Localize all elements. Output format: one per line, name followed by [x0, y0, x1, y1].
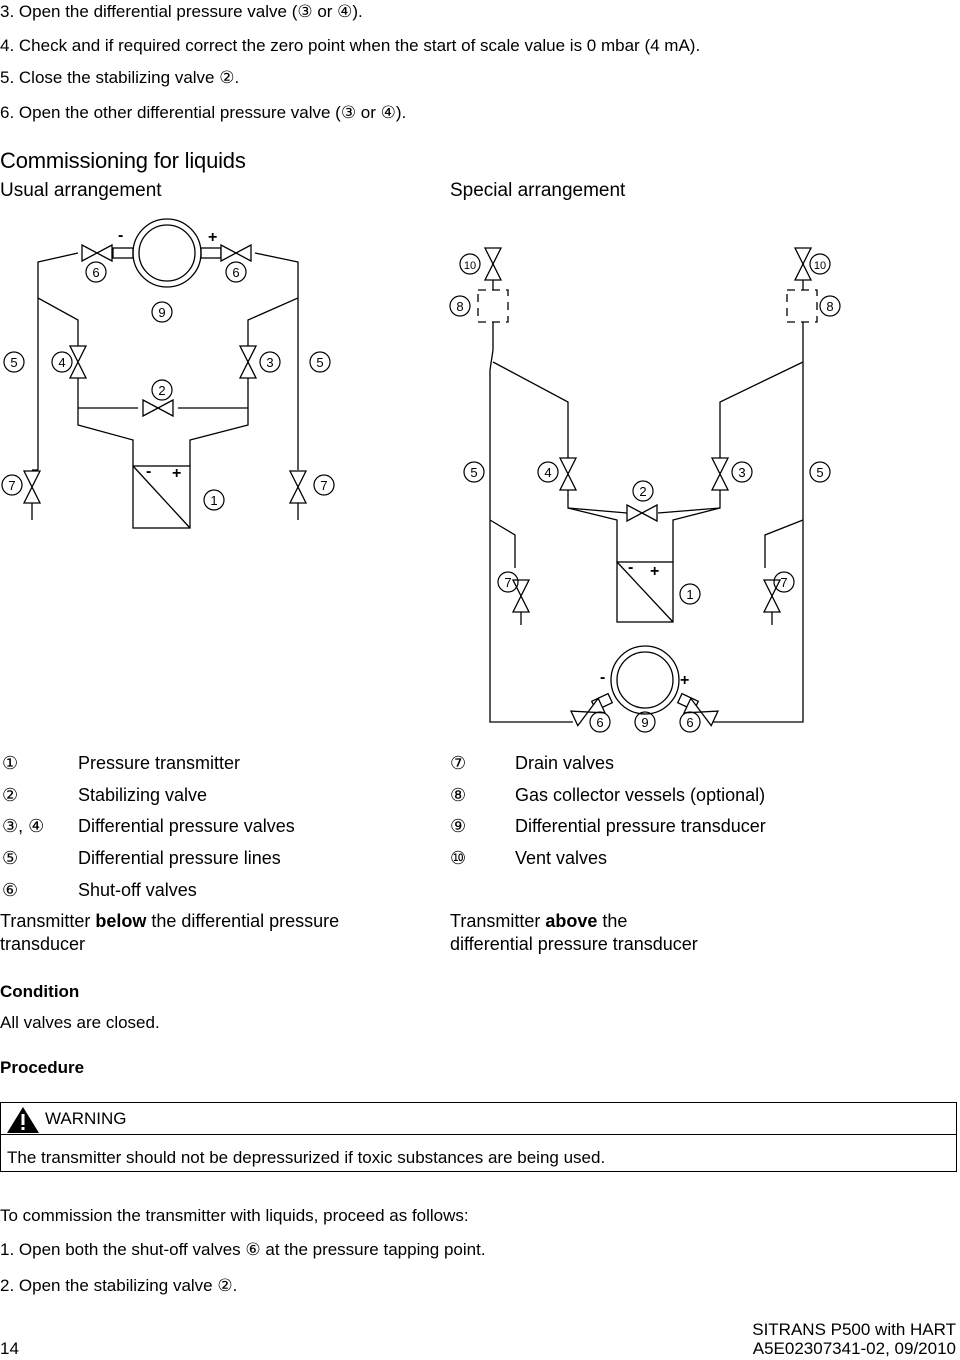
warning-box: WARNING The transmitter should not be de… [0, 1102, 957, 1172]
legend-right-text-9: Differential pressure transducer [515, 816, 766, 836]
legend-left-key-5: ⑥ [2, 880, 19, 900]
step-4: 4. Check and if required correct the zer… [0, 36, 701, 55]
svg-text:8: 8 [456, 299, 463, 314]
legend-right-key-7: ⑦ [450, 753, 467, 773]
legend-left-text-4: Differential pressure lines [78, 848, 281, 868]
sign-plus: + [172, 465, 181, 482]
legend-left-text-5: Shut-off valves [78, 880, 197, 900]
proc-step-2: 2. Open the stabilizing valve ②. [0, 1276, 238, 1295]
transducer-right-outer [610, 645, 680, 715]
svg-text:1: 1 [210, 493, 217, 508]
svg-text:9: 9 [641, 715, 648, 730]
caption-right: Transmitter above the [450, 911, 628, 931]
legend-left-text-2: Stabilizing valve [78, 785, 208, 805]
legend-left-text-3: Differential pressure valves [78, 816, 295, 836]
warning-text: The transmitter should not be depressuri… [7, 1148, 606, 1167]
intro-text: To commission the transmitter with liqui… [0, 1206, 469, 1225]
svg-text:9: 9 [158, 305, 165, 320]
svg-text:10: 10 [814, 260, 826, 272]
step-3: 3. Open the differential pressure valve … [0, 2, 363, 21]
legend-left-key-3: ③, ④ [2, 816, 45, 836]
sign-plus: + [680, 672, 689, 689]
transducer-right-inner [616, 651, 674, 709]
svg-text:5: 5 [316, 355, 323, 370]
sign-minus: - [146, 463, 151, 480]
step-6: 6. Open the other differential pressure … [0, 103, 407, 122]
sign-minus: - [628, 559, 633, 576]
warning-header: WARNING [1, 1103, 956, 1135]
gas-collector-left [477, 289, 509, 323]
footer-product: SITRANS P500 with HART [752, 1320, 956, 1339]
legend-right-text-8: Gas collector vessels (optional) [515, 785, 766, 805]
sign-minus: - [118, 227, 123, 244]
piping-diagram: - + - + - + - + 6 6 9 10 10 8 8 5 4 [1, 218, 841, 733]
warning-label: WARNING [45, 1109, 127, 1128]
legend-right-key-8: ⑧ [450, 785, 467, 805]
page-number: 14 [0, 1339, 19, 1358]
sign-minus: - [600, 669, 605, 686]
legend-right-key-9: ⑨ [450, 816, 467, 836]
svg-text:6: 6 [232, 265, 239, 280]
proc-step-1: 1. Open both the shut-off valves ⑥ at th… [0, 1240, 486, 1259]
procedure-heading: Procedure [0, 1058, 85, 1077]
section-title: Commissioning for liquids [0, 148, 246, 173]
svg-text:4: 4 [544, 465, 551, 480]
footer-doc-id: A5E02307341-02, 09/2010 [752, 1339, 956, 1358]
svg-text:7: 7 [320, 478, 327, 493]
transmitter-left [132, 465, 191, 529]
transmitter-right [616, 561, 674, 623]
caption-left-line2: transducer [0, 934, 86, 954]
condition-heading: Condition [0, 982, 80, 1001]
caption-left: Transmitter below the differential press… [0, 911, 340, 931]
svg-text:3: 3 [738, 465, 745, 480]
svg-text:6: 6 [686, 715, 693, 730]
legend-left-key-1: ① [2, 753, 19, 773]
transducer-left-inner [138, 224, 196, 282]
svg-text:7: 7 [780, 575, 787, 590]
svg-text:4: 4 [58, 355, 65, 370]
condition-text: All valves are closed. [0, 1013, 160, 1032]
svg-text:5: 5 [470, 465, 477, 480]
legend-left-text-1: Pressure transmitter [78, 753, 241, 773]
warning-icon [7, 1107, 39, 1133]
legend-left-key-2: ② [2, 785, 19, 805]
svg-text:8: 8 [826, 299, 833, 314]
svg-text:5: 5 [10, 355, 17, 370]
sign-plus: + [650, 563, 659, 580]
legend-left-key-4: ⑤ [2, 848, 19, 868]
step-5: 5. Close the stabilizing valve ②. [0, 68, 240, 87]
svg-text:6: 6 [92, 265, 99, 280]
special-arrangement-heading: Special arrangement [450, 180, 626, 201]
svg-text:6: 6 [596, 715, 603, 730]
gas-collector-right [786, 289, 818, 323]
legend-right-text-10: Vent valves [515, 848, 608, 868]
legend-right-key-10: ⑩ [450, 848, 467, 868]
sign-plus: + [208, 229, 217, 246]
svg-text:7: 7 [504, 575, 511, 590]
svg-text:7: 7 [8, 478, 15, 493]
svg-text:3: 3 [266, 355, 273, 370]
caption-right-line2: differential pressure transducer [450, 934, 698, 954]
svg-text:10: 10 [464, 260, 476, 272]
svg-text:2: 2 [639, 484, 646, 499]
usual-arrangement-heading: Usual arrangement [0, 180, 162, 201]
svg-text:2: 2 [158, 383, 165, 398]
legend-right-text-7: Drain valves [515, 753, 615, 773]
svg-text:1: 1 [686, 587, 693, 602]
svg-text:5: 5 [816, 465, 823, 480]
transducer-left-outer [132, 218, 202, 288]
